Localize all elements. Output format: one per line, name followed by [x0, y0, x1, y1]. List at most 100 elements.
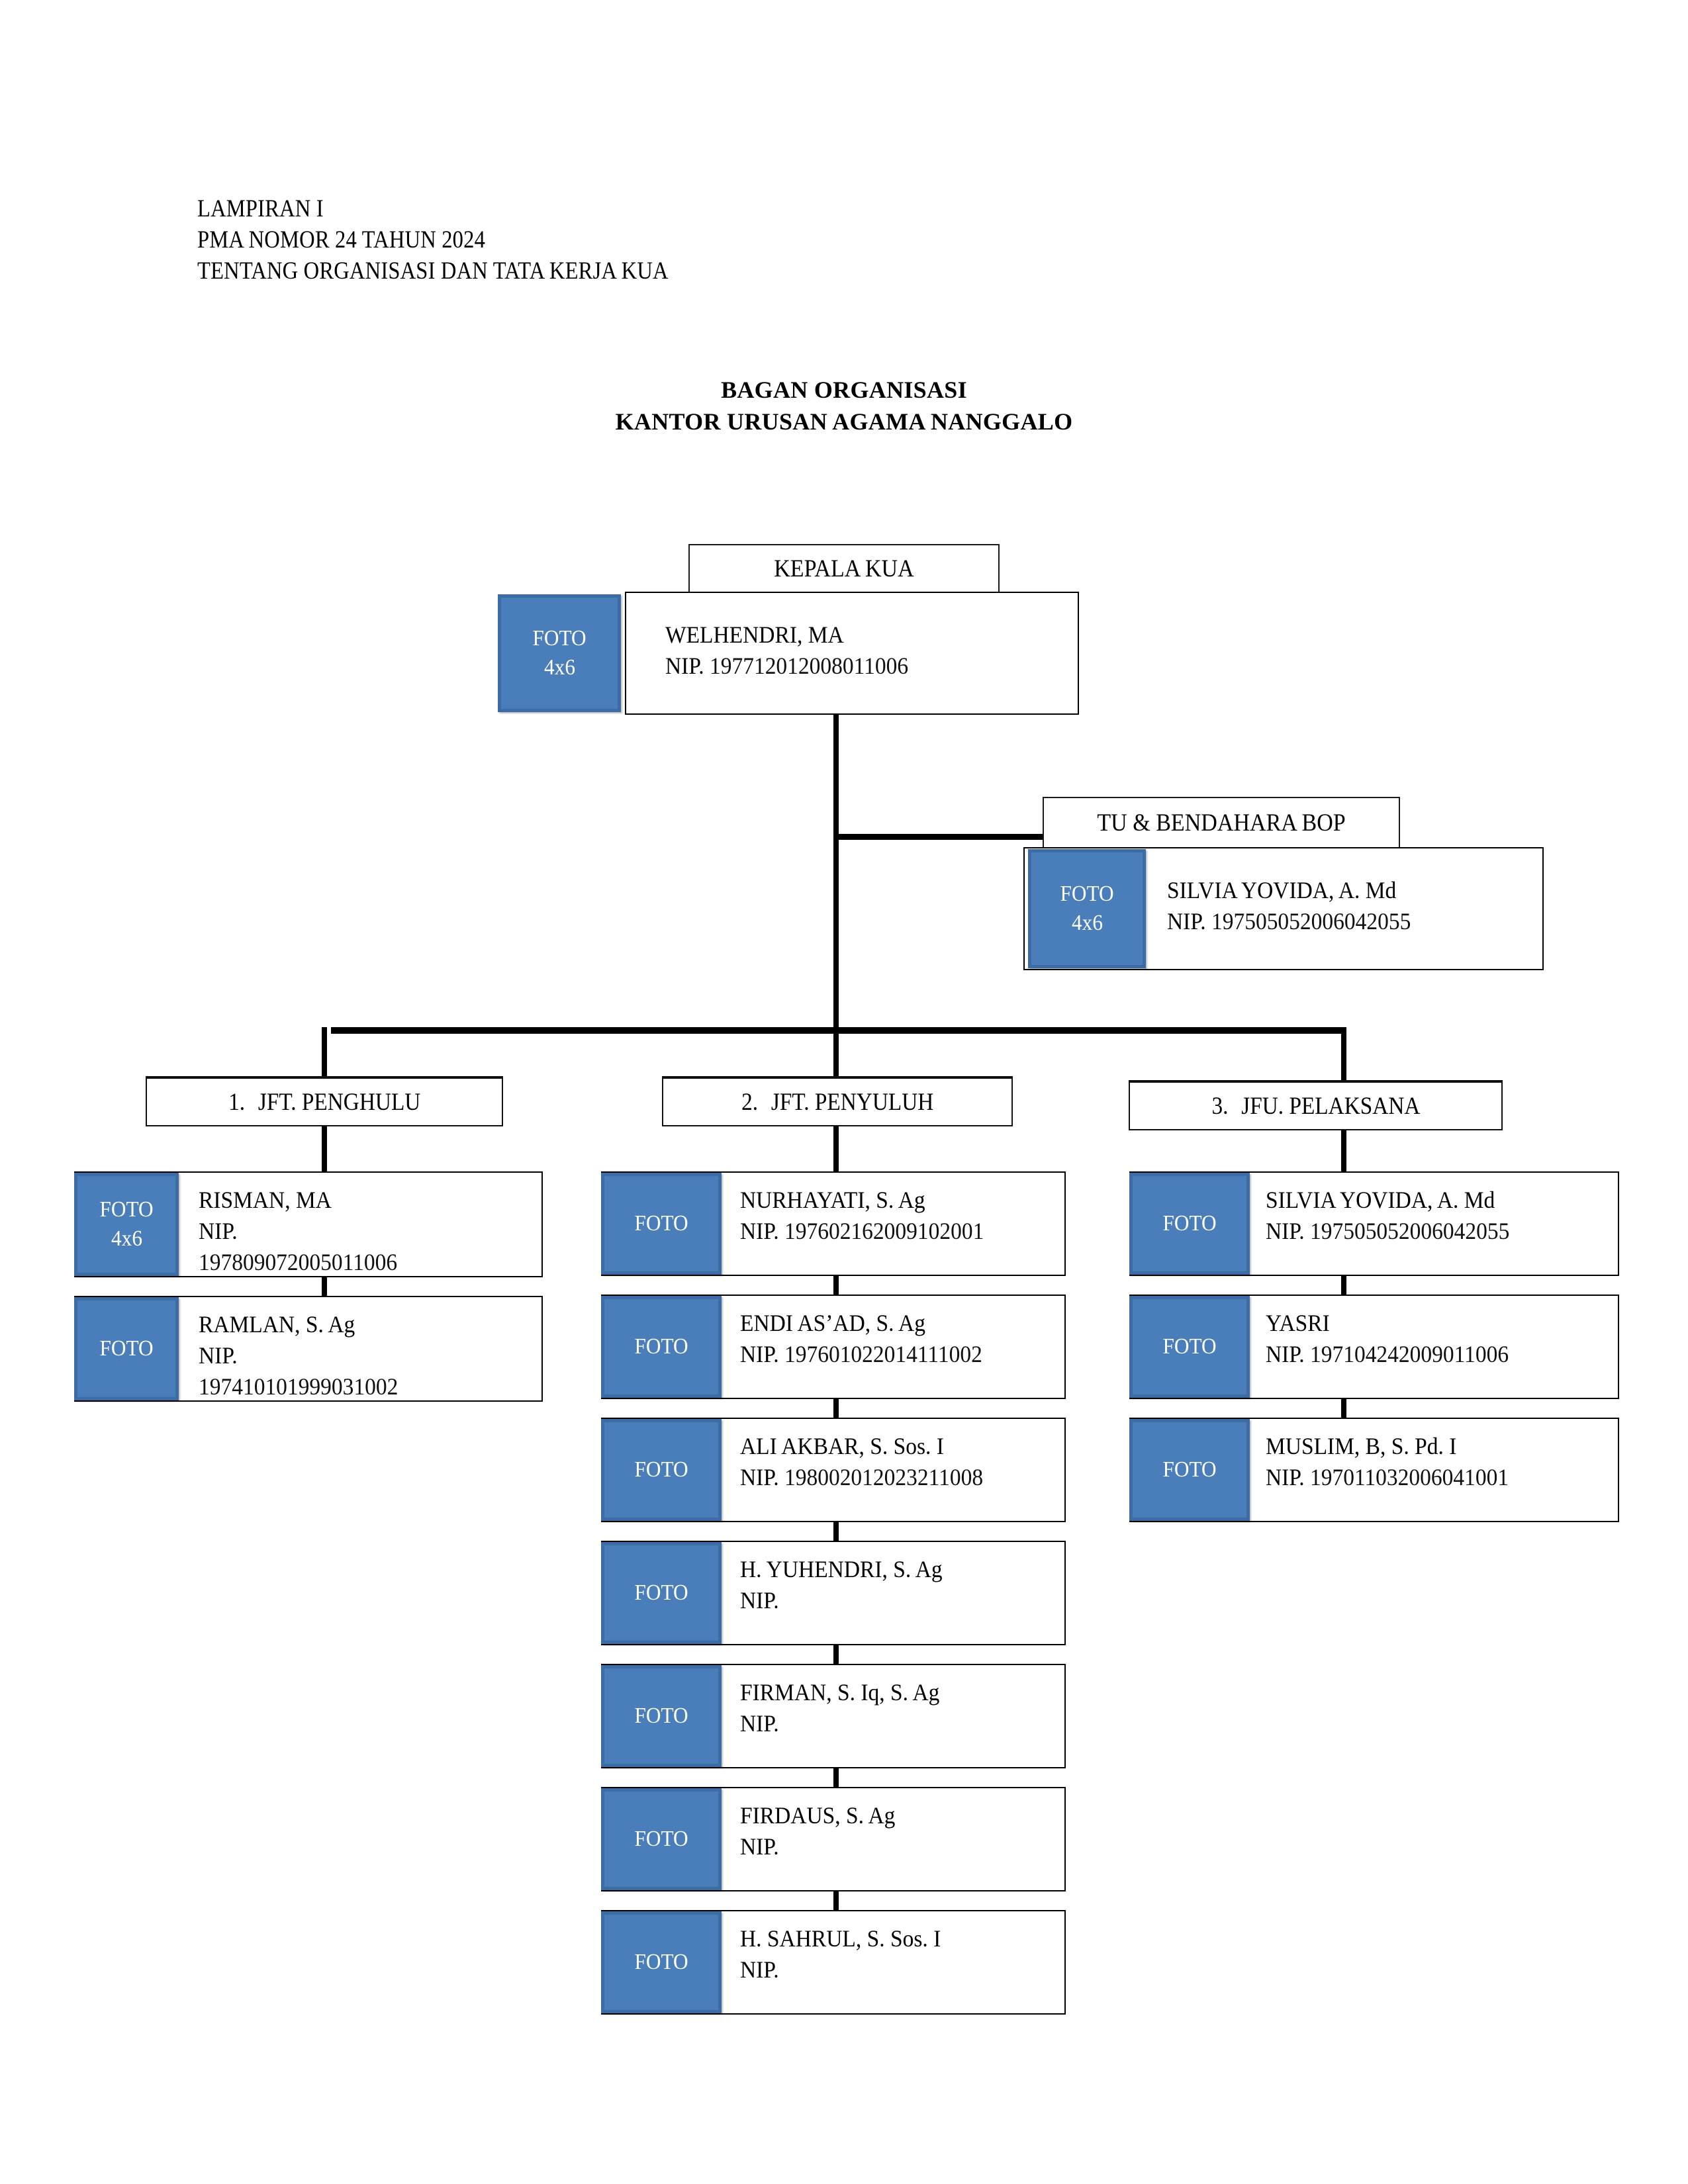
photo-label: FOTO [1162, 1334, 1217, 1359]
member-details-penyuluh-7: H. SAHRUL, S. Sos. I NIP. [740, 1923, 956, 1985]
member-nip-label: NIP. [740, 1464, 779, 1490]
member-nip-value: 197601022014111002 [784, 1341, 982, 1367]
section-1-label: JFT. PENGHULU [258, 1088, 421, 1116]
member-nip-value: 197602162009102001 [784, 1218, 984, 1244]
member-nip-label: NIP. [740, 1833, 779, 1860]
member-details-penyuluh-3: ALI AKBAR, S. Sos. I NIP. 19800201202321… [740, 1431, 1002, 1493]
member-details-penyuluh-2: ENDI AS’AD, S. Ag NIP. 19760102201411100… [740, 1308, 1000, 1370]
section-3-label: JFU. PELAKSANA [1241, 1092, 1420, 1120]
header-line-pma-nomor: PMA NOMOR 24 TAHUN 2024 [197, 226, 486, 253]
member-photo-penghulu-2[interactable]: FOTO [74, 1297, 179, 1400]
document-header: LAMPIRAN I PMA NOMOR 24 TAHUN 2024 TENTA… [197, 193, 733, 287]
photo-label: FOTO [1162, 1211, 1217, 1236]
member-photo-penyuluh-4[interactable]: FOTO [601, 1542, 722, 1644]
connector-trunk-vertical [833, 715, 839, 1032]
member-name: NURHAYATI, S. Ag [740, 1187, 925, 1213]
member-details-pelaksana-3: MUSLIM, B, S. Pd. I NIP. 197011032006041… [1266, 1431, 1527, 1493]
member-photo-penyuluh-7[interactable]: FOTO [601, 1911, 722, 2013]
kepala-kua-nip-label: NIP. [665, 653, 704, 679]
member-details-pelaksana-2: YASRI NIP. 197104242009011006 [1266, 1308, 1527, 1370]
member-nip-value: 197410101999031002 [199, 1373, 399, 1400]
member-name: ALI AKBAR, S. Sos. I [740, 1433, 944, 1459]
photo-label: FOTO [532, 626, 586, 651]
admin-details: SILVIA YOVIDA, A. Md NIP. 19750505200604… [1167, 875, 1429, 937]
connector-stem-section-2 [833, 1027, 839, 1077]
admin-title-label: TU & BENDAHARA BOP [1097, 809, 1346, 837]
member-nip-label: NIP. [199, 1342, 238, 1369]
kepala-kua-details: WELHENDRI, MA NIP. 197712012008011006 [665, 619, 927, 682]
member-nip-label: NIP. [199, 1218, 238, 1244]
section-2-label: JFT. PENYULUH [771, 1088, 934, 1116]
member-photo-pelaksana-2[interactable]: FOTO [1129, 1296, 1250, 1398]
member-name: RAMLAN, S. Ag [199, 1311, 355, 1338]
member-details-penyuluh-6: FIRDAUS, S. Ag NIP. [740, 1800, 907, 1862]
admin-nip-label: NIP. [1167, 908, 1206, 934]
member-nip-label: NIP. [740, 1710, 779, 1737]
photo-size-label: 4x6 [543, 655, 575, 680]
member-nip-value: 197809072005011006 [199, 1249, 398, 1275]
member-name: YASRI [1266, 1310, 1330, 1336]
photo-label: FOTO [634, 1580, 688, 1605]
member-nip-value: 198002012023211008 [784, 1464, 984, 1490]
member-photo-penyuluh-3[interactable]: FOTO [601, 1419, 722, 1521]
section-header-pelaksana: 3. JFU. PELAKSANA [1129, 1080, 1503, 1130]
photo-label: FOTO [1060, 882, 1114, 906]
photo-label: FOTO [634, 1827, 688, 1851]
kepala-kua-card[interactable] [625, 592, 1079, 715]
member-nip-label: NIP. [1266, 1218, 1305, 1244]
member-nip-label: NIP. [740, 1341, 779, 1367]
connector-penyuluh-1 [833, 1126, 839, 1174]
member-photo-penghulu-1[interactable]: FOTO 4x6 [74, 1173, 179, 1276]
page-title: BAGAN ORGANISASI KANTOR URUSAN AGAMA NAN… [0, 374, 1688, 437]
member-photo-penyuluh-6[interactable]: FOTO [601, 1788, 722, 1890]
member-photo-penyuluh-2[interactable]: FOTO [601, 1296, 722, 1398]
section-3-number: 3. [1211, 1092, 1229, 1120]
section-1-number: 1. [228, 1088, 245, 1116]
kepala-kua-title-box: KEPALA KUA [688, 544, 1000, 593]
member-nip-value: 197104242009011006 [1309, 1341, 1509, 1367]
member-details-pelaksana-1: SILVIA YOVIDA, A. Md NIP. 19750505200604… [1266, 1185, 1528, 1247]
member-details-penyuluh-5: FIRMAN, S. Iq, S. Ag NIP. [740, 1677, 955, 1739]
member-details-penyuluh-4: H. YUHENDRI, S. Ag NIP. [740, 1554, 958, 1616]
member-nip-label: NIP. [1266, 1341, 1305, 1367]
member-name: H. YUHENDRI, S. Ag [740, 1556, 943, 1582]
member-nip-label: NIP. [740, 1956, 779, 1983]
connector-to-admin [833, 834, 1045, 840]
photo-label: FOTO [634, 1211, 688, 1236]
title-line-kantor: KANTOR URUSAN AGAMA NANGGALO [615, 408, 1073, 435]
member-nip-label: NIP. [740, 1587, 779, 1614]
member-photo-pelaksana-1[interactable]: FOTO [1129, 1173, 1250, 1275]
member-name: RISMAN, MA [199, 1187, 332, 1213]
header-line-tentang: TENTANG ORGANISASI DAN TATA KERJA KUA [197, 257, 669, 285]
member-details-penyuluh-1: NURHAYATI, S. Ag NIP. 197602162009102001 [740, 1185, 1002, 1247]
admin-title-box: TU & BENDAHARA BOP [1043, 797, 1400, 848]
member-name: SILVIA YOVIDA, A. Md [1266, 1187, 1495, 1213]
connector-pelaksana-1 [1341, 1130, 1346, 1174]
admin-photo-placeholder[interactable]: FOTO 4x6 [1028, 849, 1146, 968]
admin-name: SILVIA YOVIDA, A. Md [1167, 877, 1397, 903]
admin-nip-value: 197505052006042055 [1211, 908, 1411, 934]
member-name: FIRMAN, S. Iq, S. Ag [740, 1679, 940, 1706]
photo-label: FOTO [1162, 1457, 1217, 1482]
member-photo-penyuluh-5[interactable]: FOTO [601, 1665, 722, 1767]
member-nip-value: 197011032006041001 [1309, 1464, 1509, 1490]
section-header-penghulu: 1. JFT. PENGHULU [146, 1076, 503, 1126]
kepala-kua-name: WELHENDRI, MA [665, 621, 844, 648]
kepala-kua-photo-placeholder[interactable]: FOTO 4x6 [498, 594, 621, 712]
member-photo-penyuluh-1[interactable]: FOTO [601, 1173, 722, 1275]
photo-label: FOTO [634, 1950, 688, 1974]
kepala-kua-nip-value: 197712012008011006 [709, 653, 909, 679]
photo-label: FOTO [634, 1334, 688, 1359]
photo-label: FOTO [99, 1336, 154, 1361]
photo-size-label: 4x6 [111, 1226, 142, 1251]
member-photo-pelaksana-3[interactable]: FOTO [1129, 1419, 1250, 1521]
member-nip-value: 197505052006042055 [1309, 1218, 1510, 1244]
connector-penghulu-1 [322, 1126, 327, 1174]
header-line-lampiran: LAMPIRAN I [197, 195, 324, 222]
section-2-number: 2. [741, 1088, 758, 1116]
photo-label: FOTO [634, 1457, 688, 1482]
member-name: FIRDAUS, S. Ag [740, 1802, 896, 1829]
title-line-bagan: BAGAN ORGANISASI [721, 377, 967, 403]
photo-size-label: 4x6 [1071, 911, 1103, 935]
